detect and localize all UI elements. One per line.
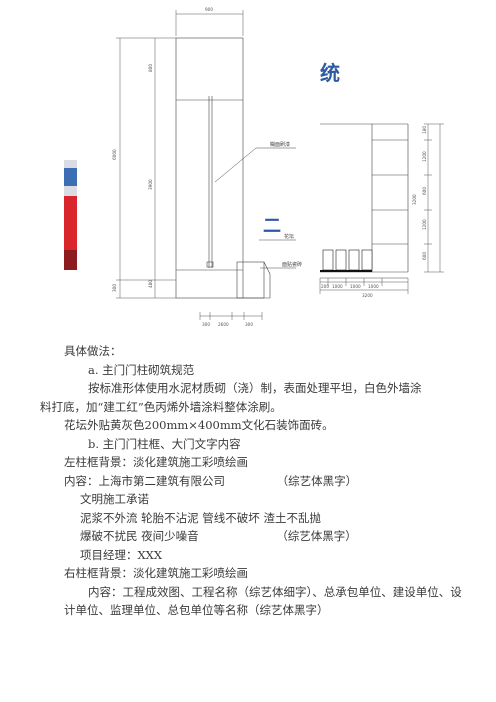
right-dim-5: 600 [422, 252, 427, 260]
base-dim-2: 1000 [332, 284, 343, 289]
promise-line2: 爆破不扰民 夜间少噪音 （综艺体黑字） [64, 527, 464, 546]
bottom-dim-3: 300 [245, 322, 253, 327]
promise-title: 文明施工承诺 [80, 492, 149, 506]
right-pillar-content: 内容：工程成效图、工程名称（综艺体细字）、总承包单位、建设单位、设计单位、监理单… [64, 584, 462, 618]
left-content-note: （综艺体黑字） [276, 473, 358, 488]
left-content-text: 内容：上海市第二建筑有限公司 [64, 473, 225, 488]
right-dim-total: 3200 [412, 194, 417, 205]
flower-pots [322, 249, 373, 271]
bottom-dim-2: 2600 [218, 322, 229, 327]
side-heading-char: 统 [320, 61, 340, 85]
right-dim-2: 1200 [422, 151, 427, 162]
section-a-body-line2: 料打底，加“建工红”色丙烯外墙涂料整体涂刷。 [40, 399, 282, 414]
gate-pillar-drawing: 900 6000 300 800 3900 480 300 2600 300 [64, 7, 444, 327]
promise-line2-note: （综艺体黑字） [276, 529, 357, 543]
right-dim-3: 600 [422, 187, 427, 195]
right-dimension [424, 123, 444, 273]
base-dim-4: 1000 [368, 284, 379, 289]
top-dimension [175, 10, 244, 36]
left-pillar-content: 内容：上海市第二建筑有限公司 （综艺体黑字） [64, 472, 464, 491]
inner-height-top: 800 [148, 64, 153, 72]
section-b-title: b. 主门门柱框、大门文字内容 [88, 436, 241, 451]
middle-mark: 二 [263, 216, 281, 237]
callout-lines [214, 147, 296, 269]
pillar-photo-fragment [64, 160, 77, 270]
base-dim-total: 3200 [362, 293, 373, 298]
left-pillar-background: 左柱框背景：淡化建筑施工彩喷绘画 [64, 455, 248, 469]
section-a-title: a. 主门门柱砌筑规范 [88, 362, 195, 377]
base-dim-1: 200 [321, 284, 329, 289]
callout-flower-bed: 花坛 [284, 233, 294, 240]
left-height-total: 6000 [112, 149, 117, 160]
bottom-dim-1: 300 [202, 322, 210, 327]
section-a-body-line1: 按标准形体使用水泥材质砌（浇）制，表面处理平坦，白色外墙涂 [88, 381, 422, 395]
inner-height-base: 480 [148, 280, 153, 288]
project-manager: 项目经理：XXX [80, 547, 163, 562]
construction-notes: 具体做法： a. 主门门柱砌筑规范 按标准形体使用水泥材质砌（浇）制，表面处理平… [40, 342, 464, 620]
right-dim-1: 180 [422, 126, 427, 134]
base-dimension [319, 278, 409, 294]
left-height-base: 300 [112, 284, 117, 292]
promise-line1: 泥浆不外流 轮胎不沾泥 管线不破坏 渣土不乱抛 [80, 510, 321, 525]
pillar-elevation [175, 37, 271, 299]
base-dim-3: 1000 [350, 284, 361, 289]
bottom-dimension [199, 312, 263, 320]
callout-tiles: 面贴瓷砖 [282, 261, 302, 268]
right-dim-4: 1200 [422, 219, 427, 230]
left-dimension [116, 37, 176, 299]
right-pillar-background: 右柱框背景：淡化建筑施工彩喷绘画 [64, 566, 248, 580]
callout-paint: 糊面刷漆 [270, 141, 290, 148]
top-dim-label: 900 [205, 7, 213, 12]
flower-bed-note: 花坛外贴黄灰色200mm×400mm文化石装饰面砖。 [64, 418, 334, 432]
inner-height-mid: 3900 [148, 179, 153, 190]
notes-heading: 具体做法： [64, 344, 122, 358]
promise-line2-text: 爆破不扰民 夜间少噪音 [80, 529, 199, 543]
